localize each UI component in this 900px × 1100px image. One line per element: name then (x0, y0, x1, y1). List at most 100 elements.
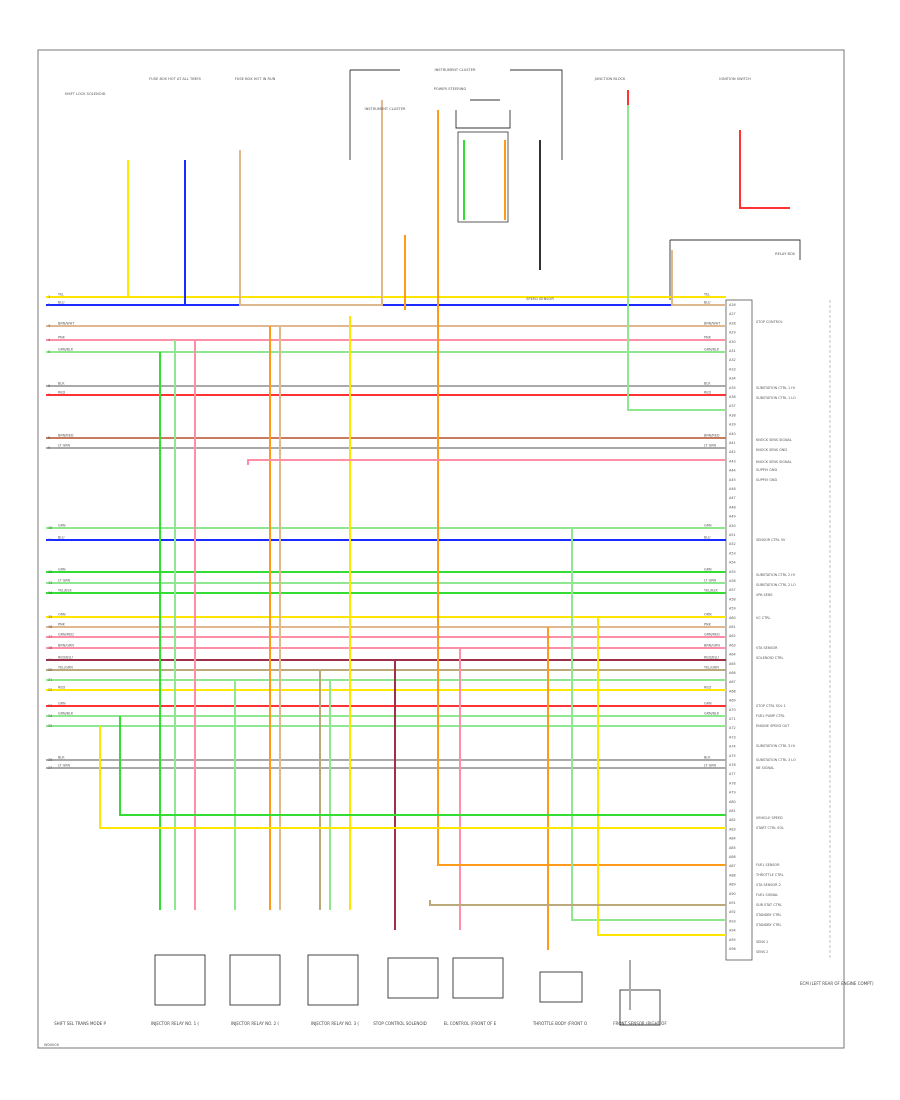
ecm-pin: A58 (729, 597, 736, 601)
wires (46, 90, 790, 1010)
ecm-pin: A56 (729, 579, 736, 583)
ecm-pin: A71 (729, 717, 736, 721)
wire-color-label: GRN/BLK (704, 348, 720, 352)
ecm-function-label: SUB STAT CTRL (756, 903, 782, 907)
component-box (452, 957, 504, 999)
ecm-function-label: SENSOR CTRL 5V (756, 538, 786, 542)
wire-color-label: LT GRN (704, 444, 717, 448)
ecm-pin: A63 (729, 643, 736, 647)
ecm-pin: A27 (729, 312, 736, 316)
wire-yellow-long (597, 617, 726, 936)
left-pin-number: 3 (48, 324, 50, 328)
wire-color-label: BRN/GRN (58, 644, 74, 648)
component-box (154, 954, 206, 1006)
left-pin-number: 13 (48, 581, 52, 585)
ecm-pin: A41 (729, 441, 736, 445)
wire-color-label: BLU (704, 301, 711, 305)
left-pin-labels: 1234567891011121314151617181920212223242… (48, 295, 52, 770)
ecm-pin: A70 (729, 708, 736, 712)
left-pin-number: 27 (48, 766, 52, 770)
ecm-function-label: VTA SENSOR 2 (756, 883, 781, 887)
wire-color-label: GRN/BLK (704, 712, 720, 716)
ecm-pin: A75 (729, 754, 736, 758)
ecm-pin: A87 (729, 864, 736, 868)
left-pin-number: 20 (48, 668, 52, 672)
wire-color-label: GRN (58, 524, 66, 528)
wire-color-label: ORN (58, 613, 66, 617)
cluster-label-bg (400, 64, 510, 74)
wire-color-label: RED (58, 391, 65, 395)
left-pin-number: 26 (48, 758, 52, 762)
ecm-function-label: STOP CONTROL (756, 320, 783, 324)
ecm-pin: A57 (729, 588, 736, 592)
top-component-label: SPEED SENSOR (526, 297, 554, 301)
wire-color-label: BLU (704, 536, 711, 540)
ecm-pin: A40 (729, 432, 736, 436)
ecm-pin: A42 (729, 450, 736, 454)
wire-color-label: YEL/GRN (58, 666, 73, 670)
wire-color-label: GRN/RED (704, 633, 720, 637)
ecm-pin: A28 (729, 321, 736, 325)
ecm-function-label: VC CTRL (756, 616, 771, 620)
wire-color-label: YEL/BLK (58, 589, 72, 593)
ecm-pin: A49 (729, 515, 736, 519)
wire-color-label: LT GRN (704, 579, 717, 583)
ecm-pin: A83 (729, 827, 736, 831)
wire-color-label: BRN/GRN (704, 644, 720, 648)
top-component-label: POWER STEERING (434, 87, 467, 91)
relay-switch (455, 99, 511, 129)
ecm-pin: A66 (729, 671, 736, 675)
ecm-pin: A43 (729, 459, 736, 463)
ecm-pin: A62 (729, 634, 736, 638)
ecm-function-label: KNOCK SENS SIGNAL (756, 460, 792, 464)
ecm-pin: A50 (729, 524, 736, 528)
ecm-function-label: KNOCK SENS SIGNAL (756, 438, 792, 442)
left-pin-number: 5 (48, 350, 50, 354)
wire-color-label: RED (704, 686, 711, 690)
wire-color-label: RED/BLU (704, 656, 719, 660)
wire-color-label: BRN/RED (704, 434, 720, 438)
ecm-function-label: SUBSTATION CTRL 1 HI (756, 386, 795, 390)
ecm-pin: A35 (729, 386, 736, 390)
ecm-function-label: STANDBY CTRL (756, 913, 782, 917)
ecm-function-label: SENS 1 (756, 940, 768, 944)
top-component-label: FUSE BOX HOT IN RUN (235, 77, 276, 81)
left-pin-number: 22 (48, 688, 52, 692)
ecm-pin: A90 (729, 892, 736, 896)
ecm-pin: A36 (729, 395, 736, 399)
ecm-pin: A47 (729, 496, 736, 500)
wire-color-label: GRN (58, 702, 66, 706)
bottom-component-label: INJECTOR RELAY NO. 3 ( (311, 1021, 359, 1026)
left-pin-number: 14 (48, 591, 52, 595)
left-pin-number: 2 (48, 303, 50, 307)
bottom-component-label: INJECTOR RELAY NO. 1 ( (151, 1021, 199, 1026)
ecm-pin: A26 (729, 303, 736, 307)
ecm-pin: A93 (729, 919, 736, 923)
wire-color-label: RED/BLU (58, 656, 73, 660)
wire-color-label: GRN/RED (58, 633, 74, 637)
wire-color-label: BLK (58, 756, 65, 760)
wire-color-label: PNK (704, 623, 712, 627)
left-pin-number: 11 (48, 538, 52, 542)
ecm-pin: A80 (729, 800, 736, 804)
wire-color-label: BRN/WHT (704, 322, 721, 326)
left-pin-number: 16 (48, 625, 52, 629)
ecm-pin: A61 (729, 625, 736, 629)
ecm-function-label: FUEL SIGNAL (756, 893, 778, 897)
wire-color-label: GRN (58, 568, 66, 572)
wire-color-label: YEL/BLK (704, 589, 718, 593)
ecm-pin: A89 (729, 883, 736, 887)
left-pin-number: 4 (48, 338, 50, 342)
cluster-label: INSTRUMENT CLUSTER (435, 68, 476, 72)
relay-box-outline (669, 239, 801, 300)
wire-tan-top (239, 100, 383, 306)
left-pin-number: 18 (48, 646, 52, 650)
diagram-frame (37, 49, 845, 1049)
ecm-pin: A84 (729, 837, 736, 841)
top-component-label: IGNITION SWITCH (719, 77, 751, 81)
ecm-pin: A38 (729, 413, 736, 417)
ecm-pin: A53 (729, 551, 736, 555)
ecm-pin: A52 (729, 542, 736, 546)
wire-color-label: BLU (58, 301, 65, 305)
